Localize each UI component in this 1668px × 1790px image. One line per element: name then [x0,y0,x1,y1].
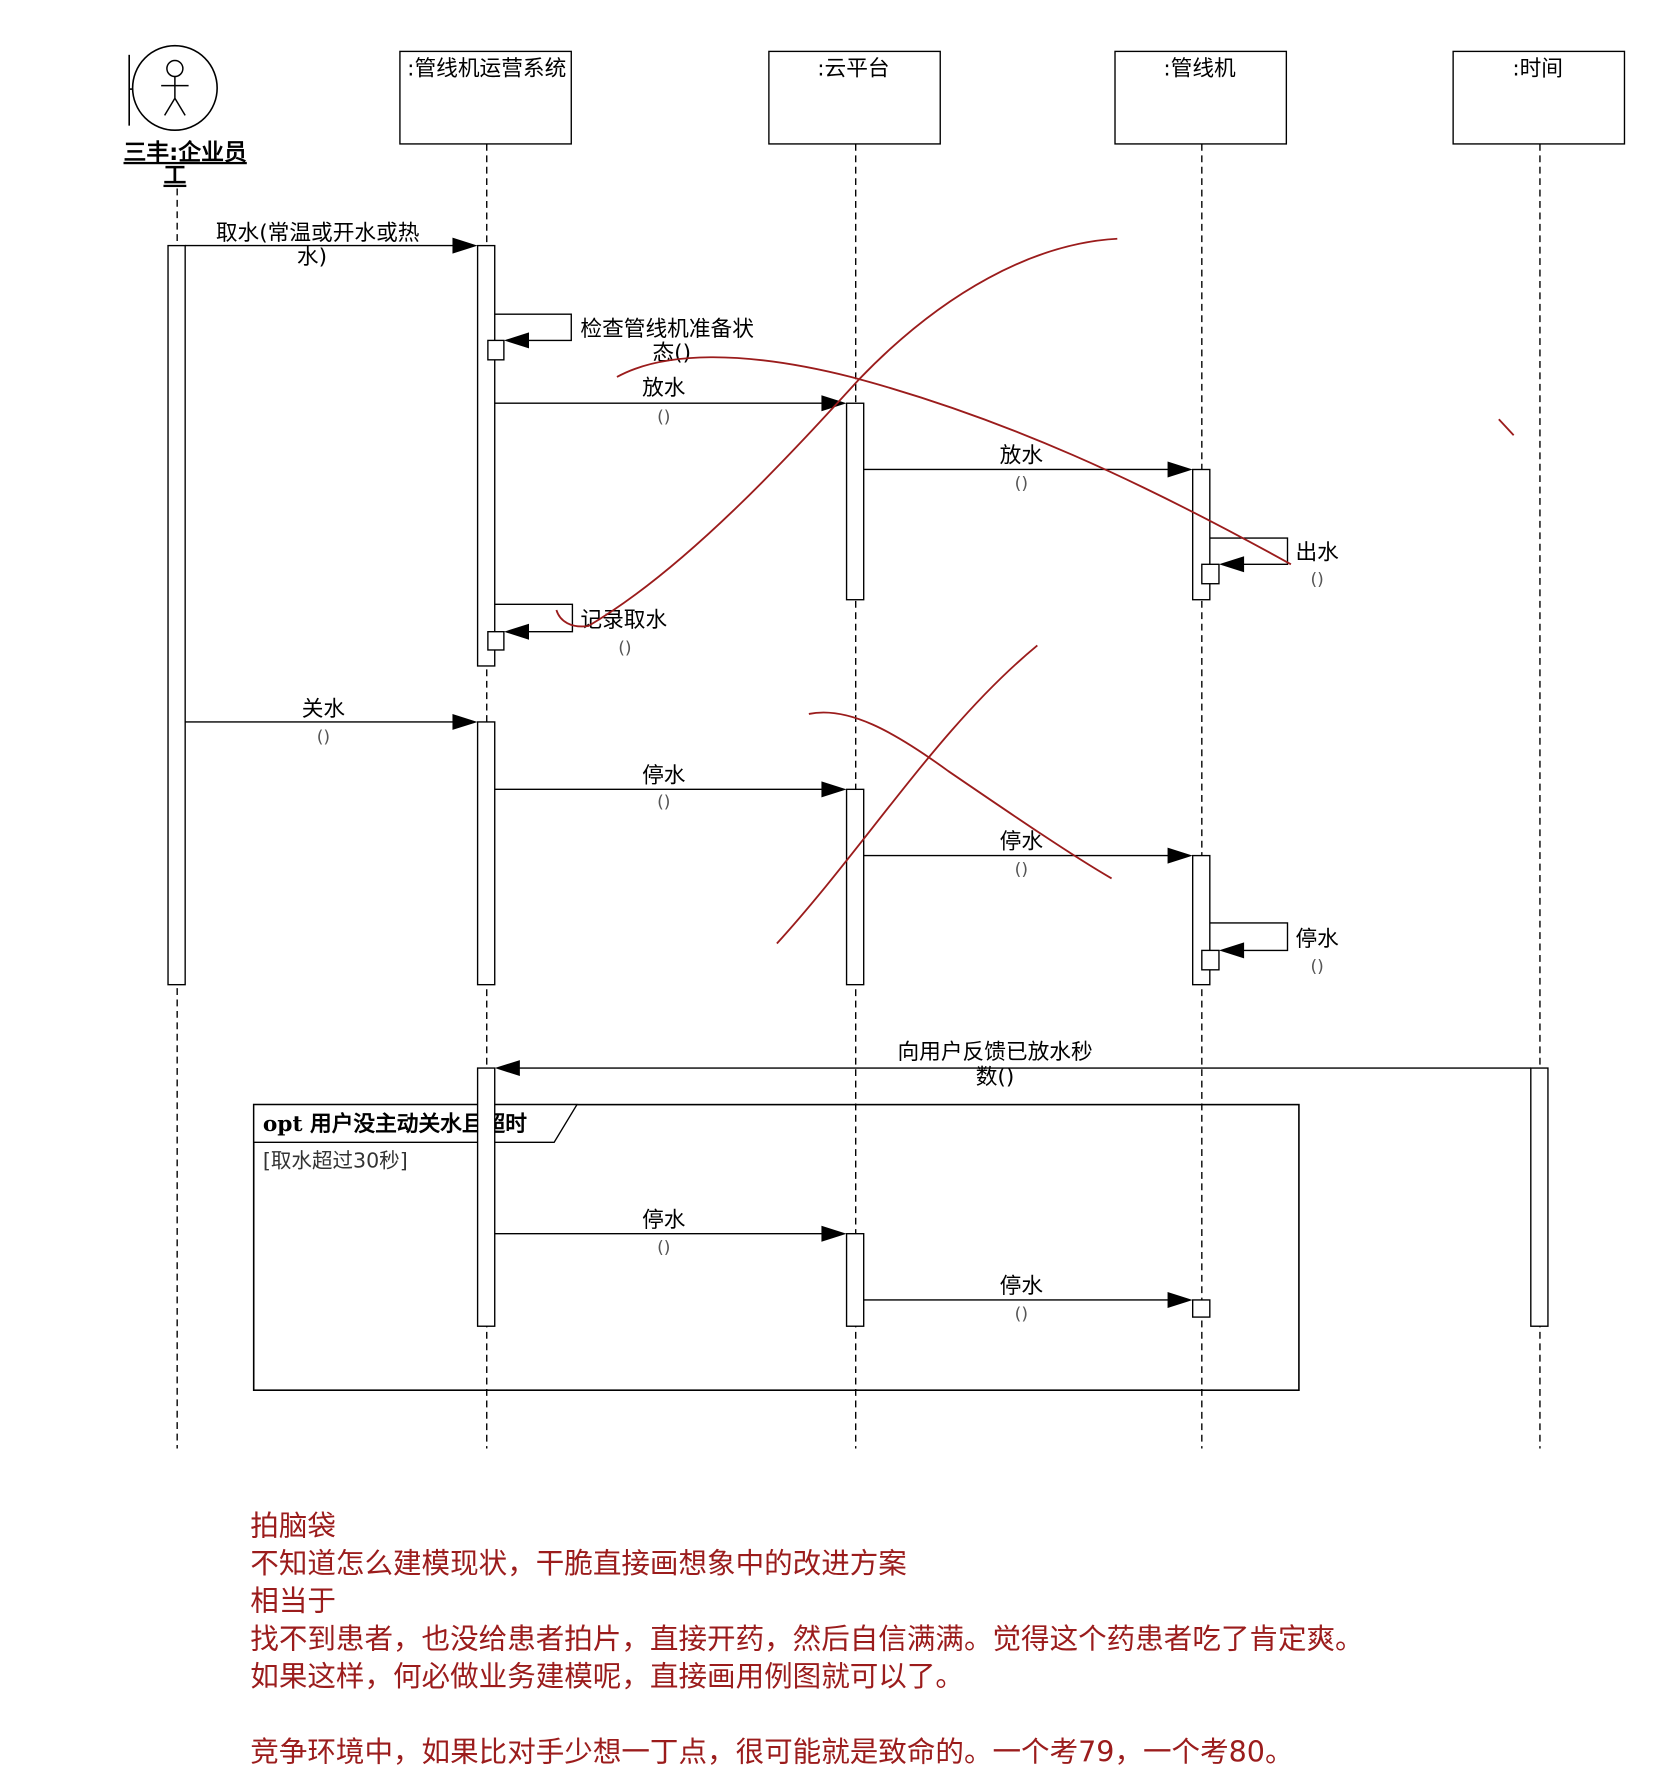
message-params: () [657,793,670,813]
arrowhead [821,1225,847,1242]
activation-cloud-1 [845,402,865,601]
lifeline-label-machine: :管线机 [1163,56,1236,81]
arrowhead [494,1060,520,1077]
annotation-stroke-cross-1b [616,356,1292,566]
message-release-water-cloud: 放水 () [494,376,847,428]
message-label-cont: 水) [297,245,327,270]
commentary-notes: 拍脑袋 不知道怎么建模现状，干脆直接画想象中的改进方案 相当于 找不到患者，也没… [250,1508,1363,1768]
note-line-5: 如果这样，何必做业务建模呢，直接画用例图就可以了。 [250,1659,964,1693]
activation-machine-3 [1192,1299,1211,1318]
lifeline-head-machine: :管线机 [1114,50,1288,145]
annotation-strokes [555,237,1515,945]
message-params: () [1015,474,1028,494]
message-label: 取水(常温或开水或热 [216,221,420,246]
message-close-water: 关水 () [185,697,478,748]
activation-time [1530,1067,1549,1327]
note-line-4: 找不到患者，也没给患者拍片，直接开药，然后自信满满。觉得这个药患者吃了肯定爽。 [250,1621,1363,1655]
activation-machine-nested-2 [1201,949,1220,971]
activation-actor [167,244,186,986]
annotation-stroke-tick [1498,418,1515,436]
message-check-ready: 检查管线机准备状 态() [494,313,754,366]
opt-frame [252,1103,1300,1391]
activation-ops-nested-1 [487,339,505,361]
activation-ops-1 [476,244,496,667]
message-params: () [1015,1304,1028,1324]
note-line-6: 竞争环境中，如果比对手少想一丁点，很可能就是致命的。一个考79，一个考80。 [250,1734,1293,1768]
stick-figure-icon [161,59,189,116]
actor-name-line-2: 工 [163,163,186,189]
message-label: 停水 [642,763,686,788]
message-params: () [657,1238,670,1258]
message-opt-stop-water-machine: 停水 () [863,1274,1193,1324]
arrowhead [452,237,478,254]
message-params: () [618,638,631,658]
message-record-take: 记录取水 () [494,603,667,658]
lifeline-head-time: :时间 [1452,50,1626,145]
activation-ops-nested-2 [487,631,505,651]
activation-machine-nested-1 [1201,563,1220,585]
arrowhead [452,713,478,730]
arrowhead [1167,1291,1193,1308]
arrowhead [1167,847,1193,864]
message-label: 检查管线机准备状 [580,317,754,342]
activation-cloud-2 [845,788,865,986]
arrowhead [821,781,847,798]
message-stop-water-machine: 停水 () [863,830,1193,880]
opt-operator: opt [263,1112,303,1137]
note-line-2: 不知道怎么建模现状，干脆直接画想象中的改进方案 [250,1546,907,1580]
message-label: 停水 [642,1208,686,1233]
opt-tag [253,1103,579,1143]
arrowhead [821,395,847,412]
message-label: 放水 [1000,444,1044,469]
arrowhead [503,623,530,640]
note-line-3: 相当于 [250,1584,336,1618]
message-stop-water-cloud: 停水 () [494,763,847,813]
message-params: () [317,728,330,748]
actor-name-line-1: 三丰:企业员 [124,139,247,166]
arrowhead [1167,461,1193,478]
message-label: 停水 [1000,1274,1044,1299]
note-line-1: 拍脑袋 [250,1508,336,1542]
arrowhead [1218,942,1245,959]
opt-guard: [取水超过30秒] [263,1148,408,1172]
lifeline-label-time: :时间 [1512,56,1563,81]
annotation-stroke-cross-2a [776,644,1038,945]
opt-fragment: opt 用户没主动关水且超时 [取水超过30秒] [252,1103,1300,1391]
message-label: 关水 [302,697,346,722]
message-params: () [1015,860,1028,880]
annotation-stroke-cross-2b [808,711,1113,880]
lifeline-head-cloud: :云平台 [768,50,941,145]
message-opt-stop-water-cloud: 停水 () [494,1208,847,1258]
message-params: () [1311,570,1324,590]
message-label: 出水 [1295,541,1339,566]
message-params: () [1311,957,1324,977]
message-stop-water-self: 停水 () [1209,922,1339,977]
message-label: 停水 [1000,830,1044,855]
activation-cloud-3 [845,1233,865,1327]
activation-ops-2 [476,721,496,986]
message-feedback-seconds: 向用户反馈已放水秒 数() [494,1040,1531,1090]
message-params: () [657,408,670,428]
message-label-cont: 数() [976,1065,1015,1090]
activation-ops-3 [476,1067,496,1327]
lifeline-head-ops-system: :管线机运营系统 [399,50,572,145]
arrowhead [503,332,530,349]
message-dispense-water: 出水 () [1209,537,1339,590]
actor-lifeline-head: 三丰:企业员 工 [124,44,247,189]
lifeline-label-cloud: :云平台 [817,56,889,81]
message-label: 记录取水 [580,608,667,633]
message-release-water-machine: 放水 () [863,444,1193,494]
message-label: 停水 [1295,927,1339,952]
arrowhead [1218,556,1245,573]
lifeline-label-ops-system: :管线机运营系统 [407,56,566,81]
message-label: 向用户反馈已放水秒 [897,1040,1092,1065]
message-take-water: 取水(常温或开水或热 水) [185,221,478,270]
message-label: 放水 [642,376,686,401]
annotation-stroke-cross-1a [555,237,1118,628]
